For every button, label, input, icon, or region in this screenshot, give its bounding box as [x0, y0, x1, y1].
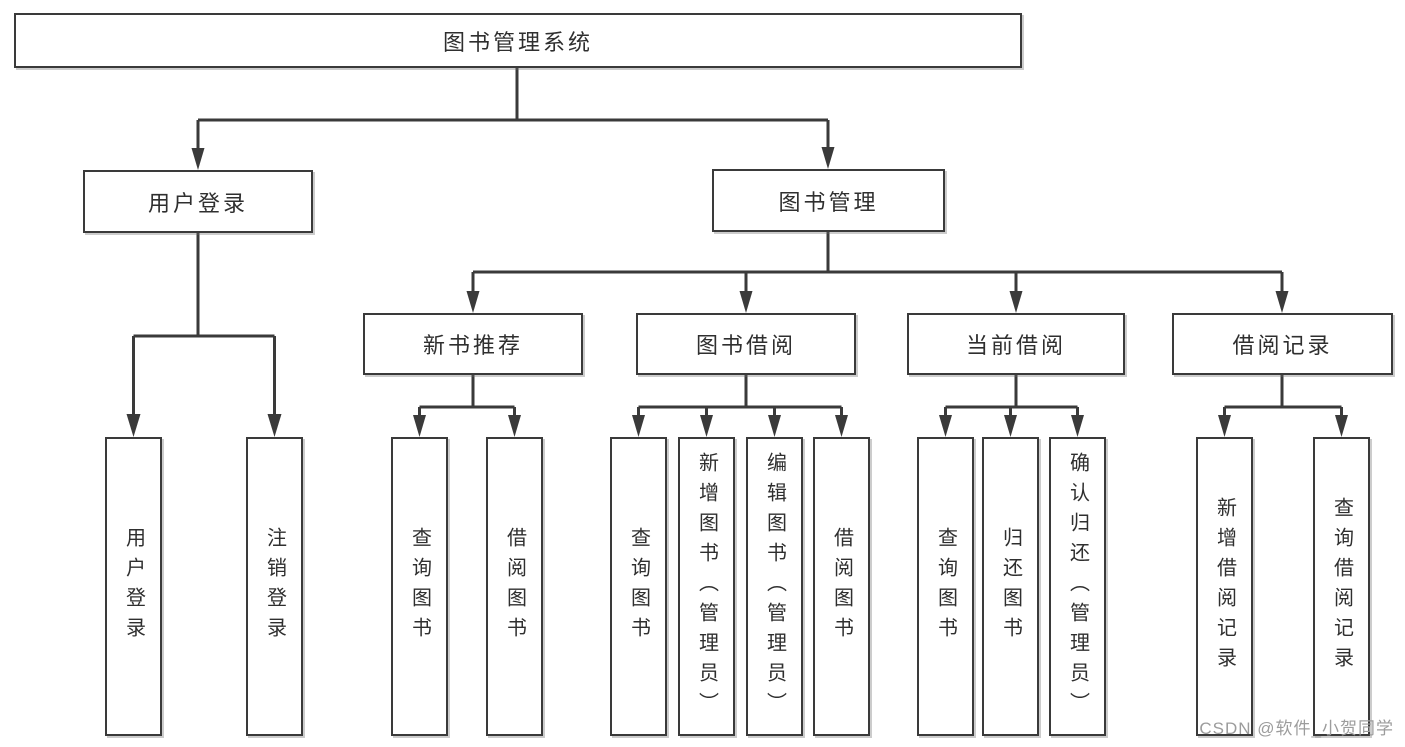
node-root-label: 图书管理系统: [442, 29, 593, 55]
leaf-query-book-under-current: 查询图书: [917, 437, 974, 736]
node-user-login-label: 用户登录: [147, 190, 248, 216]
node-borrow-records: 借阅记录: [1172, 313, 1393, 375]
leaf-query-book-under-recommend-label: 查询图书: [408, 526, 431, 647]
connector-root-to-level2: [191, 68, 835, 170]
connector-borrow-records-children: [1218, 375, 1348, 437]
leaf-confirm-return-admin: 确认归还（管理员）: [1049, 437, 1106, 736]
node-root: 图书管理系统: [14, 13, 1022, 68]
leaf-borrow-book-under-recommend: 借阅图书: [486, 437, 543, 736]
connector-book-borrow-children: [632, 375, 848, 437]
leaf-query-book-under-recommend: 查询图书: [391, 437, 448, 736]
leaf-borrow-book-under-borrow: 借阅图书: [813, 437, 870, 736]
leaf-query-borrow-record: 查询借阅记录: [1313, 437, 1370, 736]
leaf-user-login: 用户登录: [105, 437, 162, 736]
leaf-add-book-admin: 新增图书（管理员）: [678, 437, 735, 736]
node-book-borrow: 图书借阅: [636, 313, 856, 375]
leaf-add-borrow-record-label: 新增借阅记录: [1213, 496, 1236, 677]
node-user-login: 用户登录: [83, 170, 313, 233]
leaf-query-borrow-record-label: 查询借阅记录: [1330, 496, 1353, 677]
node-new-book-recommend: 新书推荐: [363, 313, 583, 375]
leaf-logout-label: 注销登录: [263, 526, 286, 647]
leaf-logout: 注销登录: [246, 437, 303, 736]
leaf-query-book-under-borrow: 查询图书: [610, 437, 667, 736]
node-current-borrow-label: 当前借阅: [965, 333, 1066, 358]
connector-new-book-rec-children: [413, 375, 521, 437]
leaf-confirm-return-admin-label: 确认归还（管理员）: [1066, 451, 1089, 722]
node-borrow-records-label: 借阅记录: [1232, 333, 1333, 358]
watermark: CSDN @软件_小贺同学: [1199, 719, 1394, 738]
node-book-borrow-label: 图书借阅: [695, 333, 796, 358]
leaf-edit-book-admin: 编辑图书（管理员）: [746, 437, 803, 736]
leaf-return-book: 归还图书: [982, 437, 1039, 736]
connector-book-mgmt-children: [466, 232, 1289, 313]
leaf-add-borrow-record: 新增借阅记录: [1196, 437, 1253, 736]
node-new-book-recommend-label: 新书推荐: [422, 333, 523, 358]
node-book-management: 图书管理: [712, 169, 945, 232]
leaf-borrow-book-under-borrow-label: 借阅图书: [830, 526, 853, 647]
leaf-query-book-under-current-label: 查询图书: [934, 526, 957, 647]
leaf-return-book-label: 归还图书: [999, 526, 1022, 647]
leaf-query-book-under-borrow-label: 查询图书: [627, 526, 650, 647]
connector-user-login-children: [126, 233, 282, 437]
leaf-add-book-admin-label: 新增图书（管理员）: [695, 451, 718, 722]
leaf-edit-book-admin-label: 编辑图书（管理员）: [763, 451, 786, 722]
connector-current-borrow-children: [939, 375, 1084, 437]
leaf-borrow-book-under-recommend-label: 借阅图书: [503, 526, 526, 647]
node-current-borrow: 当前借阅: [907, 313, 1125, 375]
node-book-management-label: 图书管理: [778, 189, 879, 215]
leaf-user-login-label: 用户登录: [122, 526, 145, 647]
